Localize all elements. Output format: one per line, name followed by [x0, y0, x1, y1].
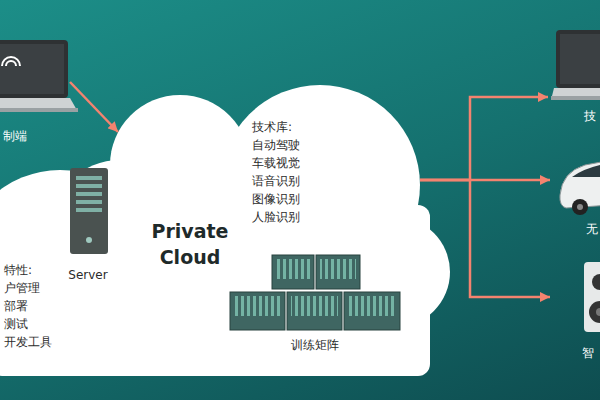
rack-stack-part [230, 292, 285, 330]
flow-arrow [420, 97, 548, 180]
cloud-shape [0, 85, 450, 376]
server-tower-part [70, 168, 108, 254]
node-label: Server [62, 266, 114, 284]
rack-stack-part [287, 292, 342, 330]
node-label: 智 [582, 344, 594, 362]
rack-stack-part [320, 259, 356, 279]
node-label: 制端 [3, 127, 27, 145]
server-tower-part [76, 208, 102, 212]
laptop-icon-part [0, 40, 68, 98]
laptop-icon-part [0, 108, 78, 112]
node-label: 训练矩阵 [226, 336, 404, 354]
laptop-icon [551, 30, 600, 100]
speaker-icon-part [596, 308, 600, 316]
list-heading: 技术库: [252, 118, 292, 136]
laptop-icon-part [551, 96, 600, 100]
node-label: 技 [584, 107, 596, 125]
speaker-icon-part [592, 274, 600, 290]
node-label: 无 [586, 220, 598, 238]
rack-stack-part [291, 296, 338, 316]
list-body: 自动驾驶 车载视觉 语音识别 图像识别 人脸识别 [252, 136, 308, 226]
laptop-icon-part [2, 57, 20, 66]
server-tower-part [76, 200, 102, 204]
car-icon [560, 160, 600, 215]
list-heading: 特性: [4, 261, 32, 279]
cloud-title: Private Cloud [146, 218, 234, 270]
cloud-shape-part [0, 205, 430, 376]
training-node: 训练矩阵 [226, 253, 406, 357]
server-tower-part [76, 176, 102, 180]
rack-stack-part [316, 255, 360, 289]
speaker-icon-part [589, 301, 600, 323]
laptop-icon-part [556, 30, 600, 88]
car-icon-part [577, 204, 583, 210]
laptop-icon-part [0, 44, 64, 94]
rack-stack-part [344, 292, 400, 330]
car-icon-part [572, 163, 600, 177]
speaker-icon-part [584, 262, 600, 332]
device-node: 智 [550, 258, 600, 365]
rack-stack-part [234, 296, 281, 316]
server-tower [70, 168, 108, 254]
client-node: 制端 [0, 30, 70, 148]
laptop-icon-part [560, 34, 600, 84]
device-node: 技 [548, 25, 600, 128]
rack-stack-part [348, 296, 396, 316]
server-node: Server [62, 166, 116, 287]
server-tower-part [76, 184, 102, 188]
laptop-icon-part [0, 98, 78, 112]
rack-stack [230, 255, 400, 330]
speaker-icon [584, 262, 600, 332]
flow-arrow [70, 82, 118, 132]
flow-arrow [420, 180, 550, 297]
laptop-icon-part [551, 88, 600, 100]
laptop-icon [0, 40, 78, 112]
car-icon-part [572, 199, 588, 215]
cloud-node: Private Cloud 技术库:自动驾驶 车载视觉 语音识别 图像识别 人脸识… [0, 78, 445, 376]
server-tower-part [86, 237, 92, 243]
rack-stack-part [276, 259, 310, 279]
rack-stack-part [272, 255, 314, 289]
device-node: 无 [550, 148, 600, 241]
list-body: 户管理 部署 测试 开发工具 [4, 279, 54, 351]
server-tower-part [76, 192, 102, 196]
